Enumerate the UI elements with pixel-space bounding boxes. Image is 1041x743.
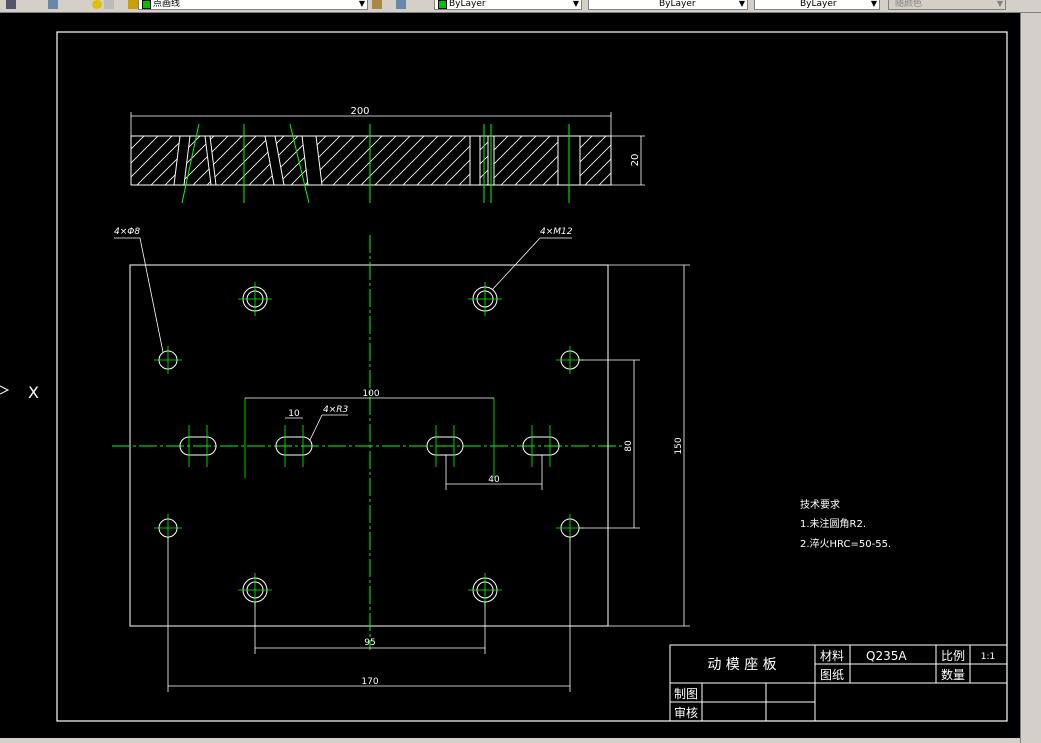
scale-value: 1:1 [981, 652, 995, 662]
technical-notes: 技术要求 1.未注圆角R2. 2.淬火HRC=50-55. [800, 498, 891, 550]
plotstyle-combo: 随颜色 ▼ [888, 0, 1006, 10]
notes-line-1: 1.未注圆角R2. [800, 517, 866, 530]
layer-manager-icon[interactable] [6, 0, 16, 9]
drawing-viewport[interactable]: X 200 [0, 13, 1020, 743]
chevron-down-icon: ▼ [738, 0, 745, 8]
part-name: 动 模 座 板 [707, 657, 776, 673]
layer-combo[interactable]: 点画线 ▼ [138, 0, 368, 10]
layer-previous-icon[interactable] [396, 0, 406, 9]
linetype-combo-value: ByLayer [659, 0, 696, 9]
dim-plate-height: 150 [674, 437, 684, 454]
scale-label: 比例 [941, 649, 965, 663]
ucs-icon [0, 385, 10, 395]
dim-hole-small: 4×Φ8 [114, 227, 140, 237]
command-line-strip [0, 738, 1020, 743]
drawn-label: 制图 [674, 687, 698, 701]
quantity-label: 数量 [941, 667, 965, 682]
drawing-canvas: X 200 [0, 31, 1008, 722]
color-combo[interactable]: ByLayer ▼ [434, 0, 582, 10]
light-bulb-icon[interactable] [92, 0, 102, 9]
color-swatch [438, 0, 447, 9]
drawing-no-label: 图纸 [820, 668, 844, 682]
dim-slot-span: 100 [362, 389, 379, 399]
dim-tapped-spacing: 95 [364, 638, 375, 648]
dim-top-thickness: 20 [630, 154, 641, 167]
chevron-down-icon: ▼ [870, 0, 877, 8]
lock-icon[interactable] [128, 0, 138, 9]
plan-view: 4×Φ8 4×M12 100 10 4×R3 40 80 150 95 [112, 227, 690, 692]
dim-slot-radius: 4×R3 [323, 405, 349, 415]
linetype-combo[interactable]: ByLayer ▼ [588, 0, 748, 10]
dim-slot-width: 10 [288, 409, 300, 419]
section-view: 200 20 [130, 106, 645, 204]
plotstyle-combo-value: 随颜色 [895, 0, 923, 9]
dim-top-width: 200 [350, 106, 369, 117]
ucs-x-label: X [28, 383, 39, 402]
layer-states-icon[interactable] [48, 0, 58, 9]
layer-color-swatch [142, 0, 151, 9]
freeze-icon[interactable] [104, 0, 114, 9]
vertical-scrollbar[interactable] [1020, 13, 1041, 743]
chevron-down-icon: ▼ [996, 0, 1003, 8]
chevron-down-icon: ▼ [572, 0, 579, 8]
lineweight-combo-value: ByLayer [800, 0, 837, 9]
dim-hole-vertical: 80 [624, 440, 634, 452]
layer-combo-value: 点画线 [153, 0, 181, 9]
chevron-down-icon: ▼ [358, 0, 365, 8]
properties-toolbar: 点画线 ▼ ByLayer ▼ ByLayer ▼ ByLayer ▼ 随颜色 … [0, 0, 1041, 13]
material-label: 材料 [820, 649, 844, 663]
title-block-text: 动 模 座 板 材料 Q235A 比例 1:1 图纸 数量 制图 审核 [674, 649, 995, 720]
sheet-border [56, 31, 1008, 722]
title-block [669, 644, 1008, 722]
dim-slot-spacing: 40 [488, 475, 500, 485]
dim-hole-tapped: 4×M12 [540, 227, 573, 237]
checked-label: 审核 [674, 705, 698, 720]
make-current-layer-icon[interactable] [372, 0, 382, 9]
notes-title: 技术要求 [800, 498, 840, 511]
material-value: Q235A [866, 649, 907, 663]
color-combo-value: ByLayer [449, 0, 486, 9]
notes-line-2: 2.淬火HRC=50-55. [800, 537, 891, 550]
dim-small-spacing: 170 [361, 677, 378, 687]
lineweight-combo[interactable]: ByLayer ▼ [754, 0, 880, 10]
